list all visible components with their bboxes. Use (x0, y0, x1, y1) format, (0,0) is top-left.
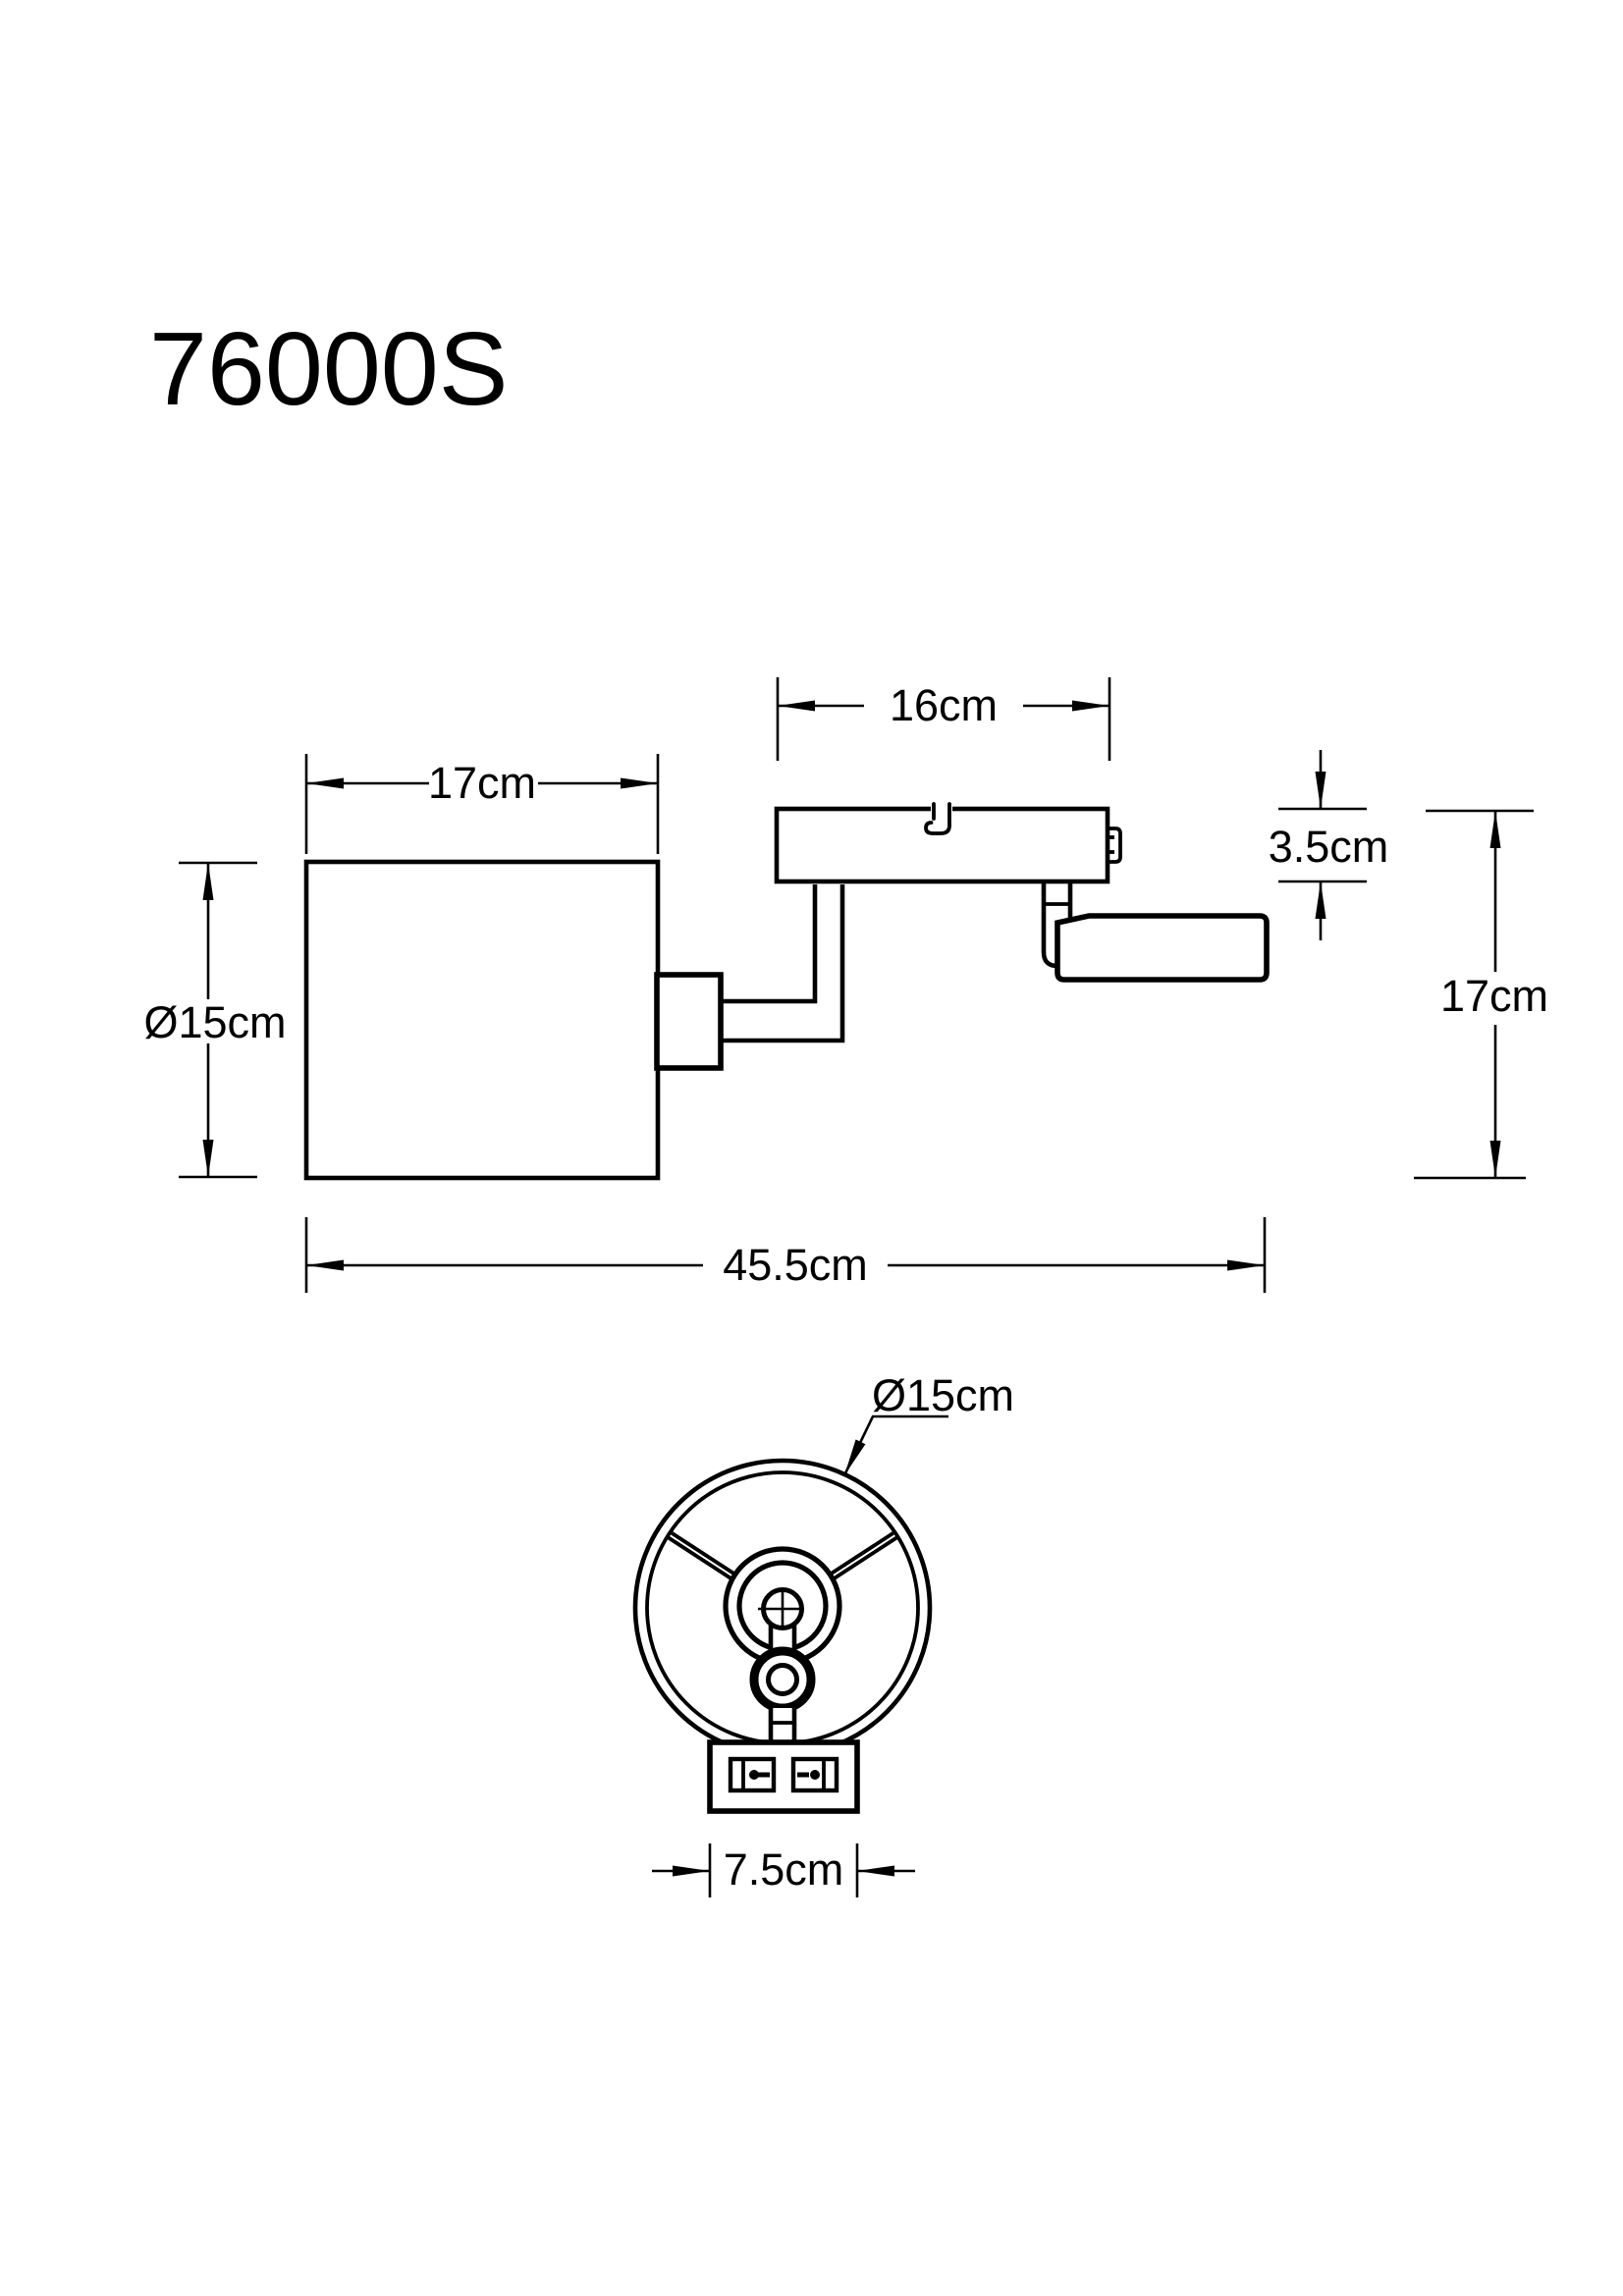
shade-outline (303, 859, 661, 1181)
dim-overall-width-label: 45.5cm (723, 1240, 868, 1290)
spoke-left-b (666, 1535, 734, 1581)
curved-arm-inner-line (721, 884, 818, 1004)
switch-left-dot (749, 1770, 759, 1780)
dim-shade-width-label: 17cm (428, 758, 536, 808)
dim-bottom-diameter: Ø15cm (842, 1370, 1014, 1476)
dim-canopy-width-label: 16cm (890, 680, 998, 730)
dim-bottom-diameter-label: Ø15cm (872, 1370, 1014, 1420)
switch-right-dot (810, 1770, 820, 1780)
stem-lower-fill (772, 1708, 793, 1743)
side-view: 17cm Ø15cm 16cm 3.5cm (143, 677, 1548, 1293)
dim-overall-width: 45.5cm (304, 1217, 1267, 1293)
dim-canopy-height: 3.5cm (1269, 750, 1389, 940)
notch-gap (931, 801, 952, 813)
switch-left (728, 1756, 777, 1793)
dim-base-width-label: 7.5cm (724, 1844, 844, 1895)
dim-canopy-width: 16cm (776, 677, 1111, 761)
spoke-right-b (831, 1535, 899, 1581)
spoke-right-a (828, 1530, 896, 1576)
switch-right (790, 1756, 839, 1793)
lamp-socket (654, 972, 724, 1071)
dim-shade-width: 17cm (304, 754, 660, 854)
stem-upper-fill (772, 1622, 793, 1655)
dim-base-width: 7.5cm (652, 1843, 915, 1897)
hinge-knuckle-inner (766, 1663, 799, 1696)
spoke-left-a (669, 1530, 737, 1576)
dim-shade-diameter: Ø15cm (143, 861, 287, 1179)
product-code: 76000S (149, 311, 508, 427)
dim-shade-diameter-label: Ø15cm (143, 997, 286, 1047)
mounting-hook-notch (924, 802, 951, 835)
terminal-clip (1109, 827, 1122, 864)
leader-arrow (842, 1415, 875, 1476)
bottom-view: Ø15cm 7.5cm (632, 1370, 1014, 1897)
dim-canopy-height-label: 3.5cm (1269, 822, 1389, 872)
dim-overall-height-label: 17cm (1440, 971, 1548, 1021)
ceiling-bracket (774, 806, 1110, 884)
dim-overall-height: 17cm (1414, 809, 1548, 1180)
spotlight-head (1055, 913, 1270, 983)
curved-arm-outer-line (721, 884, 845, 1043)
